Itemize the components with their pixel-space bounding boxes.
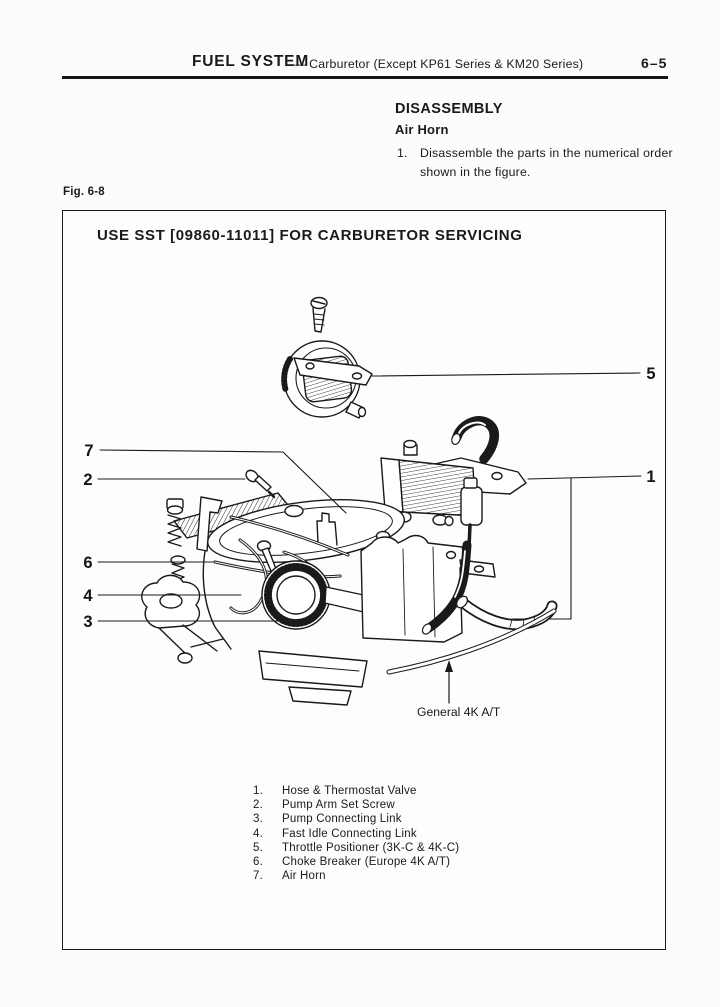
callout-1-leader xyxy=(511,475,642,620)
legend-row: 1. Hose & Thermostat Valve xyxy=(253,784,459,798)
legend-number: 2. xyxy=(253,799,263,812)
legend-name: Pump Connecting Link xyxy=(282,813,402,826)
thermostat-valve-illustration xyxy=(380,416,527,550)
page-number: 6–5 xyxy=(641,55,668,71)
legend-row: 3. Pump Connecting Link xyxy=(253,812,459,826)
legend-name: Choke Breaker (Europe 4K A/T) xyxy=(282,856,451,869)
parts-legend: 1. Hose & Thermostat Valve 2. Pump Arm S… xyxy=(253,784,459,883)
callout-4: 4 xyxy=(83,587,93,605)
step-number: 1. xyxy=(397,146,408,160)
callout-6: 6 xyxy=(83,554,92,572)
legend-name: Pump Arm Set Screw xyxy=(282,799,395,812)
section-heading: DISASSEMBLY xyxy=(395,101,503,117)
legend-number: 3. xyxy=(253,813,263,826)
callout-5-leader xyxy=(371,372,641,377)
legend-name: Fast Idle Connecting Link xyxy=(282,827,417,840)
legend-row: 7. Air Horn xyxy=(253,869,459,883)
header-subtitle: — Carburetor (Except KP61 Series & KM20 … xyxy=(293,57,584,71)
annotation-label: General 4K A/T xyxy=(417,705,501,719)
legend-row: 6. Choke Breaker (Europe 4K A/T) xyxy=(253,855,459,869)
legend-number: 4. xyxy=(253,827,263,840)
subsection-heading: Air Horn xyxy=(395,122,449,137)
legend-number: 7. xyxy=(253,870,263,883)
callout-3: 3 xyxy=(83,613,92,631)
figure-label: Fig. 6-8 xyxy=(63,186,105,198)
legend-number: 6. xyxy=(253,856,263,869)
callout-7: 7 xyxy=(84,442,93,460)
header-section-title: FUEL SYSTEM xyxy=(192,53,310,70)
step-text-line1: Disassemble the parts in the numerical o… xyxy=(420,146,673,160)
pump-arm-set-screw-illustration xyxy=(245,469,276,499)
legend-row: 4. Fast Idle Connecting Link xyxy=(253,827,459,841)
hose-illustrations xyxy=(386,540,558,675)
step-text-line2: shown in the figure. xyxy=(420,165,531,179)
figure-box: USE SST [09860-11011] FOR CARBURETOR SER… xyxy=(62,210,666,950)
figure-title: USE SST [09860-11011] FOR CARBURETOR SER… xyxy=(97,227,523,244)
carburetor-diagram: 5 1 7 2 6 4 3 General 4K A/T xyxy=(83,296,656,719)
callout-7-leader xyxy=(99,449,347,514)
annotation-arrowhead xyxy=(445,660,453,672)
throttle-positioner-illustration xyxy=(281,340,373,419)
callout-1: 1 xyxy=(646,468,655,486)
legend-row: 2. Pump Arm Set Screw xyxy=(253,798,459,812)
legend-name: Throttle Positioner (3K-C & 4K-C) xyxy=(282,841,460,854)
legend-number: 5. xyxy=(253,841,263,854)
legend-name: Hose & Thermostat Valve xyxy=(282,785,417,797)
air-horn-screw-illustration xyxy=(310,296,328,333)
legend-number: 1. xyxy=(253,785,263,797)
legend-row: 5. Throttle Positioner (3K-C & 4K-C) xyxy=(253,841,459,855)
header-rule xyxy=(62,76,668,79)
callout-2: 2 xyxy=(83,471,92,489)
callout-5: 5 xyxy=(646,365,655,383)
legend-name: Air Horn xyxy=(282,870,326,883)
